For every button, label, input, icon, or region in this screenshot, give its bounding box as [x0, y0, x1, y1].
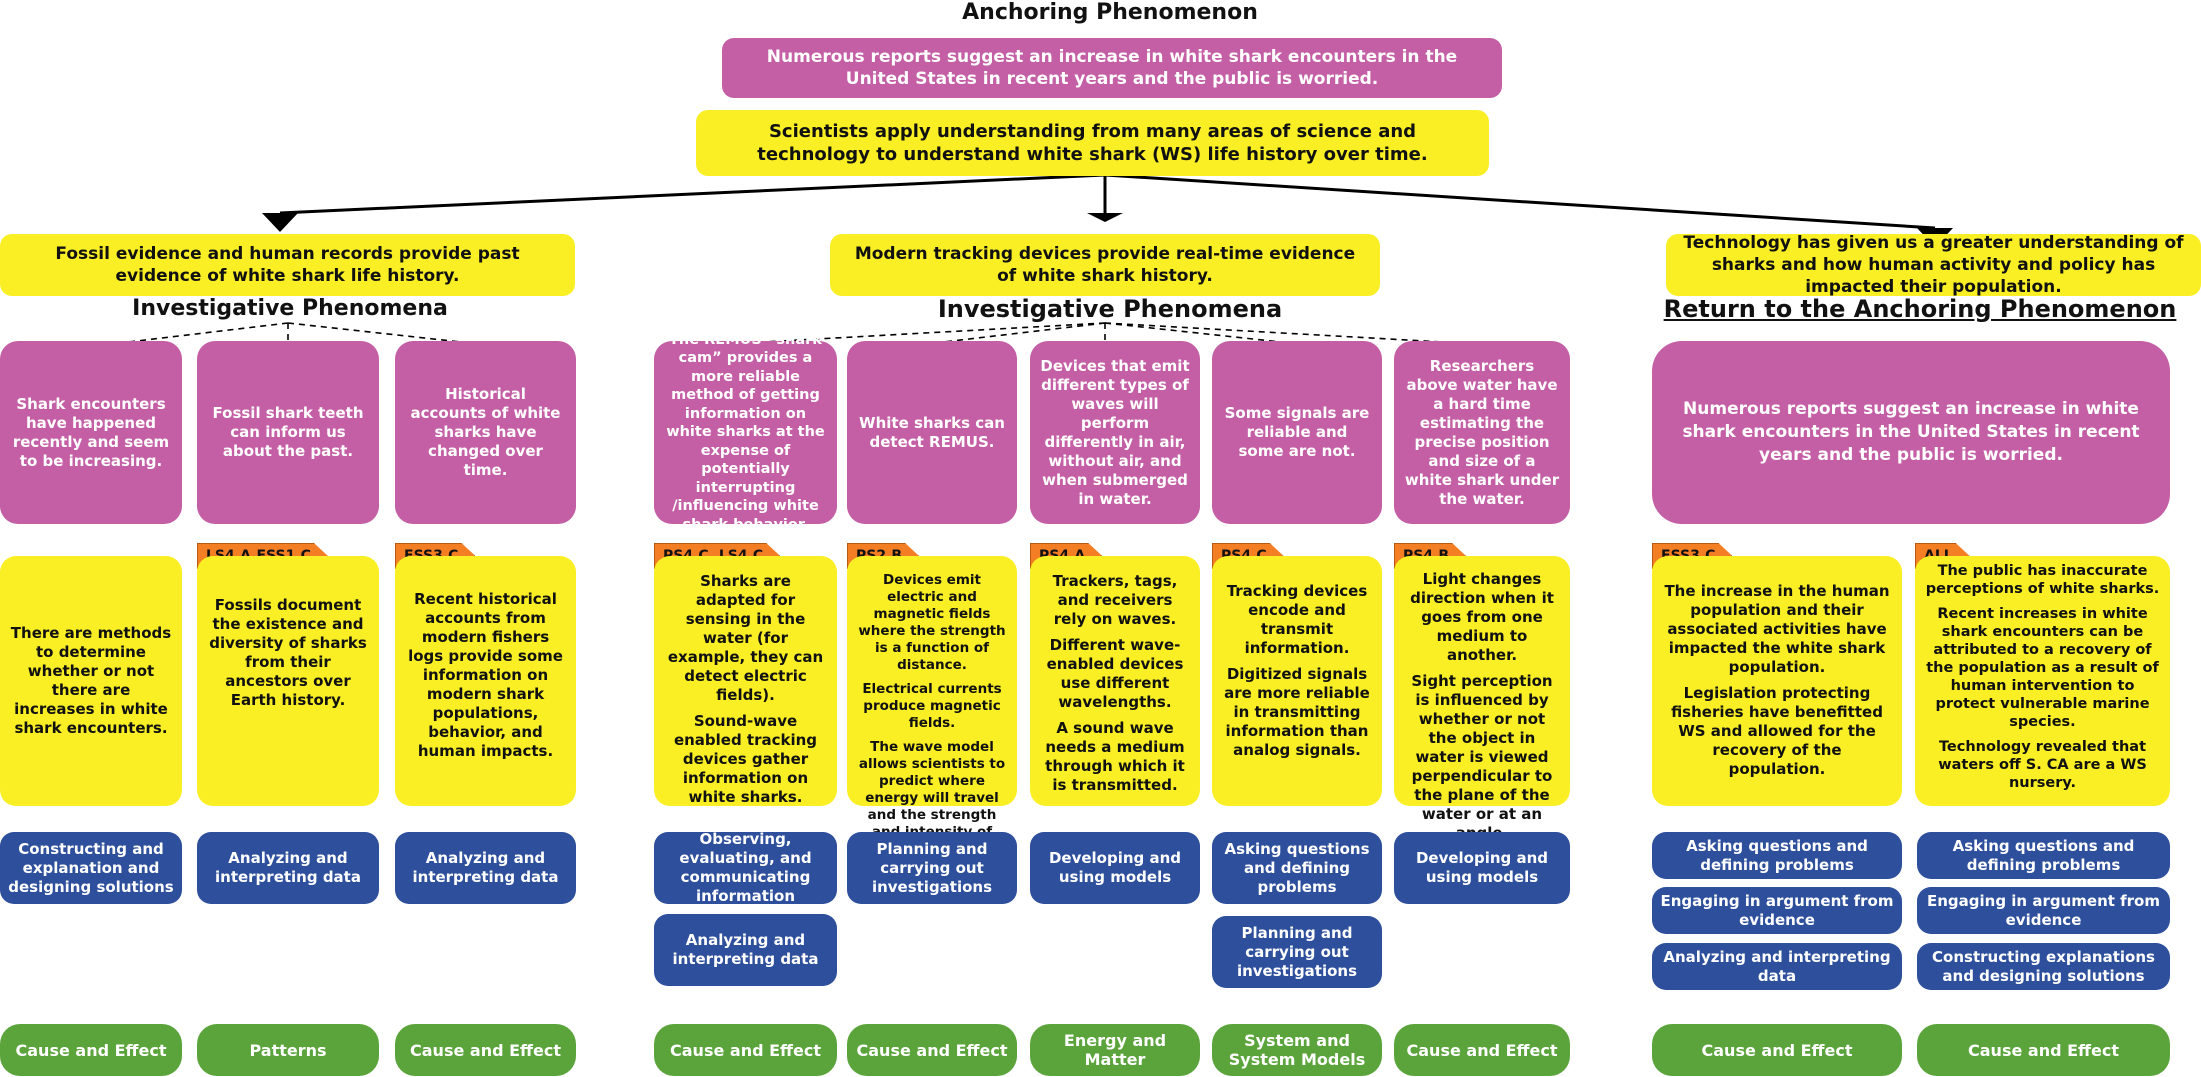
anchor-phenomenon-banner: Numerous reports suggest an increase in … [722, 38, 1502, 98]
phenomenon-card: Shark encounters have happened recently … [0, 341, 182, 524]
dci-text: Sound-wave enabled tracking devices gath… [673, 712, 818, 806]
dci-card: Recent historical accounts from modern f… [395, 556, 576, 806]
dci-card: There are methods to determine whether o… [0, 556, 182, 806]
dci-text: Devices emit electric and magnetic field… [858, 572, 1006, 673]
crosscutting-badge: Cause and Effect [654, 1024, 837, 1076]
phenomenon-card: The REMUS “shark cam” provides a more re… [654, 332, 837, 533]
dci-text: Fossils document the existence and diver… [209, 596, 367, 709]
practice-badge: Engaging in argument from evidence [1917, 887, 2170, 934]
practice-badge: Analyzing and interpreting data [654, 914, 837, 986]
dci-card: The public has inaccurate perceptions of… [1915, 556, 2170, 806]
crosscutting-badge: Cause and Effect [1917, 1024, 2170, 1076]
dci-text: Legislation protecting fisheries have be… [1671, 684, 1883, 778]
practice-badge: Asking questions and defining problems [1212, 832, 1382, 904]
crosscutting-badge: Cause and Effect [1652, 1024, 1902, 1076]
practice-badge: Engaging in argument from evidence [1652, 887, 1902, 934]
phenomenon-card: Historical accounts of white sharks have… [395, 341, 576, 524]
dci-text: The public has inaccurate perceptions of… [1925, 563, 2160, 597]
crosscutting-badge: Energy and Matter [1030, 1024, 1200, 1076]
dci-text: Recent increases in white shark encounte… [1926, 606, 2159, 730]
dci-card: Light changes direction when it goes fro… [1394, 556, 1570, 842]
arrow-middle-head [1087, 213, 1123, 222]
practice-badge: Planning and carrying out investigations [1212, 916, 1382, 988]
practice-badge: Asking questions and defining problems [1917, 832, 2170, 879]
crosscutting-badge: Cause and Effect [847, 1024, 1017, 1076]
practice-badge: Constructing explanations and designing … [1917, 943, 2170, 990]
practice-badge: Analyzing and interpreting data [197, 832, 379, 904]
phenomenon-card: Some signals are reliable and some are n… [1212, 341, 1382, 524]
practice-badge: Analyzing and interpreting data [395, 832, 576, 904]
dci-text: Tracking devices encode and transmit inf… [1226, 582, 1368, 657]
dci-text: Different wave-enabled devices use diffe… [1046, 636, 1184, 711]
practice-badge: Analyzing and interpreting data [1652, 943, 1902, 990]
anchoring-title: Anchoring Phenomenon [962, 0, 1258, 25]
dci-card: Devices emit electric and magnetic field… [847, 556, 1017, 857]
return-phenomenon-card: Numerous reports suggest an increase in … [1652, 341, 2170, 524]
branch-right-banner: Technology has given us a greater unders… [1666, 233, 2201, 297]
dci-card: The increase in the human population and… [1652, 556, 1902, 806]
crosscutting-badge: Cause and Effect [1394, 1024, 1570, 1076]
phenomenon-card: Researchers above water have a hard time… [1394, 341, 1570, 524]
dci-text: Digitized signals are more reliable in t… [1224, 665, 1370, 759]
science-banner: Scientists apply understanding from many… [696, 110, 1489, 176]
practice-badge: Planning and carrying out investigations [847, 832, 1017, 904]
dci-text: Electrical currents produce magnetic fie… [862, 681, 1002, 731]
practice-badge: Asking questions and defining problems [1652, 832, 1902, 879]
dci-text: The increase in the human population and… [1664, 582, 1890, 676]
crosscutting-badge: System and System Models [1212, 1024, 1382, 1076]
dci-card: Tracking devices encode and transmit inf… [1212, 556, 1382, 806]
arrow-left-head [262, 213, 298, 232]
practice-badge: Developing and using models [1030, 832, 1200, 904]
dci-text: Light changes direction when it goes fro… [1410, 570, 1554, 664]
branch-left-banner: Fossil evidence and human records provid… [0, 234, 575, 296]
dci-text: Recent historical accounts from modern f… [408, 590, 563, 760]
investigative-title-middle: Investigative Phenomena [937, 295, 1283, 323]
investigative-title-left: Investigative Phenomena [132, 296, 448, 321]
crosscutting-badge: Cause and Effect [395, 1024, 576, 1076]
return-title: Return to the Anchoring Phenomenon [1663, 295, 2177, 323]
dci-card: Trackers, tags, and receivers rely on wa… [1030, 556, 1200, 806]
branch-middle-banner: Modern tracking devices provide real-tim… [830, 234, 1380, 296]
dci-text: Sight perception is influenced by whethe… [1411, 672, 1553, 842]
practice-badge: Developing and using models [1394, 832, 1570, 904]
dci-text: There are methods to determine whether o… [10, 624, 172, 737]
crosscutting-badge: Cause and Effect [0, 1024, 182, 1076]
phenomenon-card: Fossil shark teeth can inform us about t… [197, 341, 379, 524]
dci-text: A sound wave needs a medium through whic… [1045, 719, 1185, 794]
dci-card: Fossils document the existence and diver… [197, 556, 379, 806]
phenomenon-card: White sharks can detect REMUS. [847, 341, 1017, 524]
dci-text: Trackers, tags, and receivers rely on wa… [1052, 572, 1178, 628]
crosscutting-badge: Patterns [197, 1024, 379, 1076]
phenomenon-card: Devices that emit different types of wav… [1030, 341, 1200, 524]
dci-card: Sharks are adapted for sensing in the wa… [654, 556, 837, 806]
practice-badge: Observing, evaluating, and communicating… [654, 830, 837, 905]
practice-badge: Constructing and explanation and designi… [0, 832, 182, 904]
dci-text: Technology revealed that waters off S. C… [1938, 739, 2147, 791]
dci-text: Sharks are adapted for sensing in the wa… [667, 572, 824, 704]
